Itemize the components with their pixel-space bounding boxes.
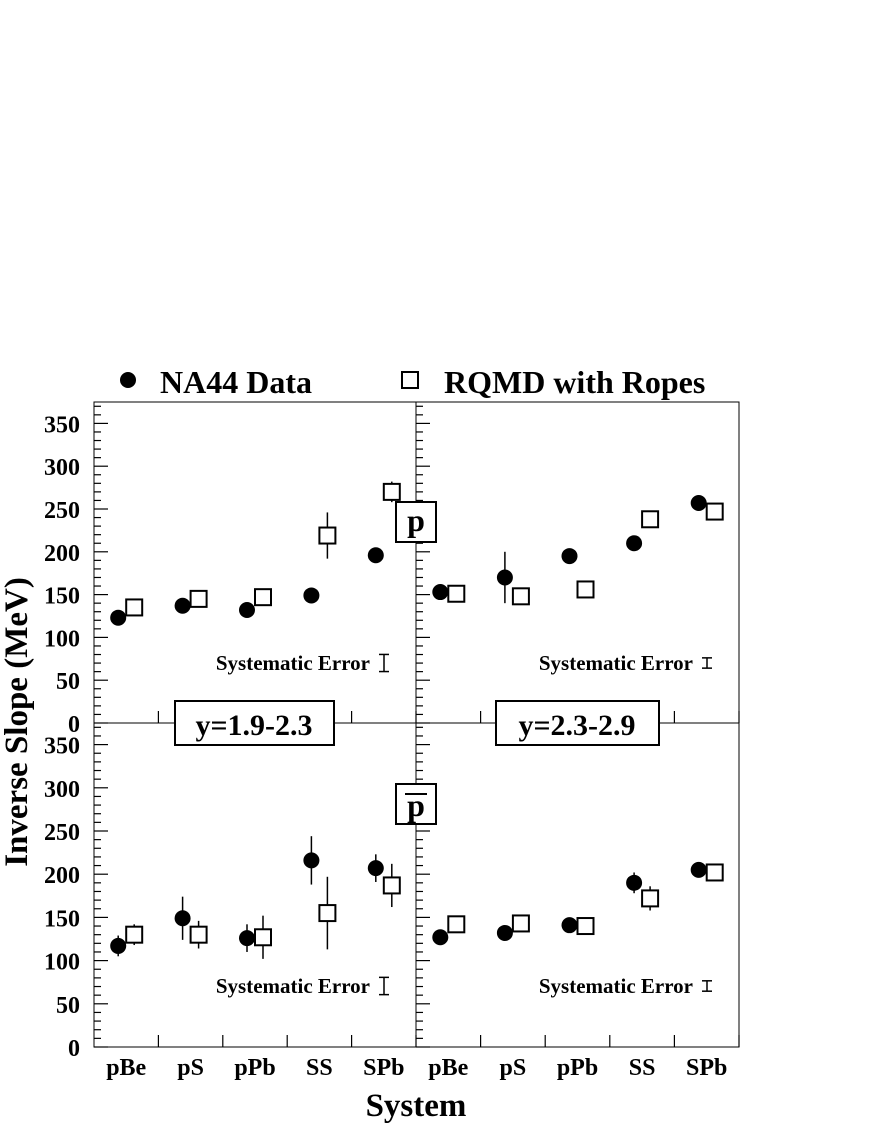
y-tick-label: 250 (44, 820, 80, 846)
y-tick-label: 350 (44, 412, 80, 438)
particle-label-antiproton-text: p (407, 787, 425, 823)
rapidity-label-left: y=1.9-2.3 (174, 700, 335, 746)
x-tick-label: pS (177, 1055, 204, 1081)
rqmd-data-point (641, 510, 660, 529)
rqmd-data-point (125, 925, 144, 944)
particle-label-proton: p (395, 501, 437, 543)
x-tick-label: pPb (234, 1055, 275, 1081)
rqmd-data-point (318, 526, 337, 545)
rqmd-data-point (705, 863, 724, 882)
data-marks (110, 481, 724, 959)
rqmd-data-point (125, 598, 144, 617)
na44-data-point (496, 924, 513, 941)
y-tick-label: 300 (44, 455, 80, 481)
rqmd-data-point (511, 587, 530, 606)
y-tick-label: 100 (44, 626, 80, 652)
y-tick-label: 50 (56, 993, 80, 1019)
y-tick-label: 0 (68, 712, 80, 738)
rqmd-data-point (447, 584, 466, 603)
na44-data-point (174, 597, 191, 614)
na44-data-point (239, 602, 255, 619)
rapidity-label-left-text: y=1.9-2.3 (195, 709, 312, 742)
x-tick-label: pS (500, 1055, 527, 1081)
rqmd-data-point (189, 925, 208, 944)
rqmd-data-point (318, 904, 337, 923)
y-tick-label: 50 (56, 669, 80, 695)
y-axis-title: Inverse Slope (MeV) (0, 577, 35, 867)
particle-label-antiproton: p (395, 783, 437, 825)
legend-label-na44: NA44 Data (160, 364, 312, 400)
legend-marker-na44 (120, 372, 136, 388)
rqmd-data-point (254, 588, 272, 607)
rqmd-data-point (511, 914, 530, 933)
rapidity-label-right-text: y=2.3-2.9 (518, 709, 635, 742)
x-tick-label: SS (306, 1055, 333, 1081)
rapidity-label-right: y=2.3-2.9 (495, 700, 660, 746)
na44-data-point (561, 548, 578, 565)
y-tick-label: 100 (44, 950, 80, 976)
legend-marker-rqmd (401, 371, 419, 389)
na44-data-point (432, 584, 449, 601)
legend-label-rqmd: RQMD with Ropes (444, 364, 705, 400)
x-tick-label: SPb (363, 1055, 404, 1081)
na44-data-point (367, 860, 384, 877)
rqmd-data-point (382, 482, 401, 501)
y-tick-label: 350 (44, 734, 80, 760)
x-tick-label: SPb (686, 1055, 727, 1081)
rqmd-data-point (189, 589, 208, 608)
systematic-error-label: Systematic Error (539, 651, 693, 675)
na44-data-point (367, 547, 384, 564)
y-tick-label: 0 (68, 1036, 80, 1062)
na44-data-point (110, 609, 127, 626)
x-tick-label: pPb (557, 1055, 598, 1081)
rqmd-data-point (254, 928, 272, 947)
y-tick-label: 150 (44, 906, 80, 932)
na44-data-point (432, 929, 449, 946)
na44-data-point (303, 852, 320, 869)
na44-data-point (239, 930, 255, 947)
na44-data-point (496, 569, 513, 586)
na44-data-point (561, 917, 578, 934)
y-tick-label: 150 (44, 584, 80, 610)
rqmd-data-point (705, 502, 724, 521)
na44-data-point (626, 874, 643, 891)
y-tick-label: 250 (44, 498, 80, 524)
systematic-error-label: Systematic Error (216, 974, 370, 998)
legend: NA44 Data RQMD with Ropes (120, 364, 705, 400)
x-axis-title: System (366, 1088, 467, 1124)
particle-label-proton-text: p (407, 502, 425, 538)
rqmd-data-point (382, 876, 401, 895)
y-tick-label: 300 (44, 777, 80, 803)
na44-data-point (110, 937, 127, 954)
y-tick-label: 200 (44, 863, 80, 889)
na44-data-point (690, 495, 707, 512)
rqmd-data-point (447, 915, 466, 934)
na44-data-point (626, 535, 643, 552)
rqmd-data-point (576, 917, 595, 936)
x-tick-label: pBe (106, 1055, 146, 1081)
y-tick-labels: 0501001502002503003500501001502002503003… (44, 412, 80, 1062)
na44-data-point (690, 861, 707, 878)
systematic-error-label: Systematic Error (216, 651, 370, 675)
na44-data-point (174, 910, 191, 927)
y-tick-label: 200 (44, 541, 80, 567)
x-tick-label: SS (629, 1055, 656, 1081)
systematic-error-label: Systematic Error (539, 974, 693, 998)
rqmd-data-point (576, 580, 595, 599)
rqmd-data-point (641, 889, 660, 908)
na44-data-point (303, 587, 320, 604)
x-tick-label: pBe (428, 1055, 468, 1081)
